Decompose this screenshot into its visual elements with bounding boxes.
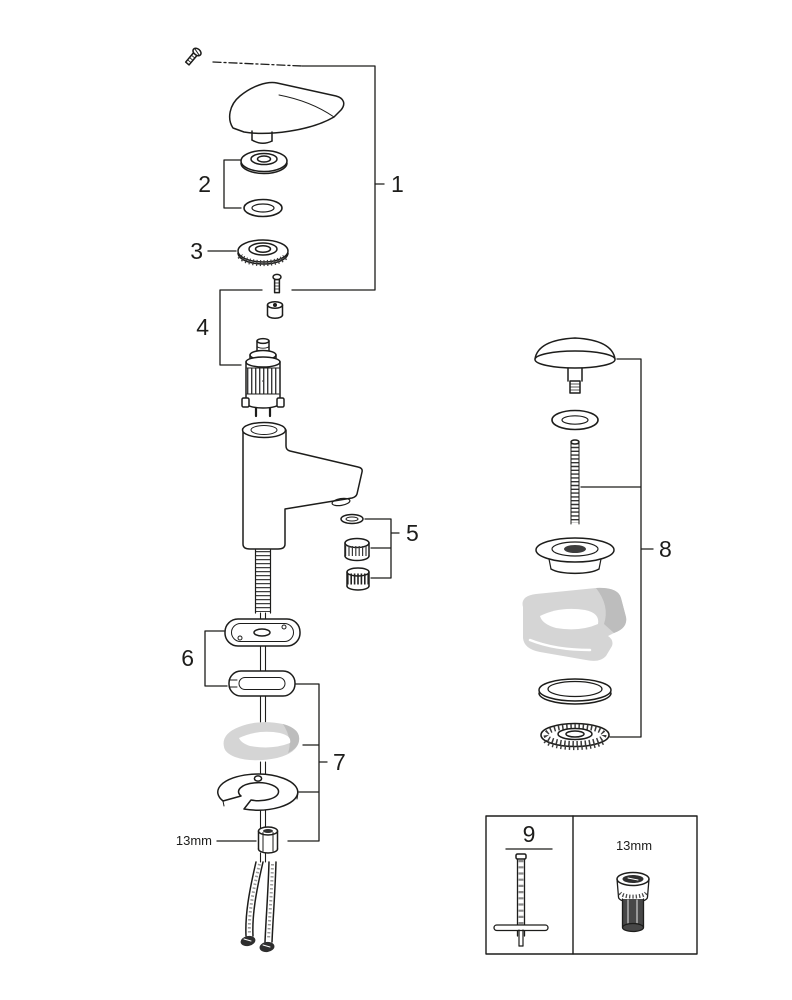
drain-body-shaded <box>522 587 627 661</box>
supply-hoses <box>240 861 277 953</box>
drain-o-ring <box>551 409 599 431</box>
drain-plug-cap <box>534 337 616 394</box>
drain-ring <box>538 678 612 705</box>
callout-8-label: 8 <box>659 536 672 562</box>
callout-9-label: 9 <box>523 821 536 847</box>
callout-4-leader <box>219 289 263 366</box>
threaded-shank <box>254 549 272 614</box>
handle-cap-ring <box>240 149 288 175</box>
lever-handle <box>228 81 345 144</box>
socket-tool <box>616 871 650 933</box>
nut-wrench-size-label: 13mm <box>176 833 212 848</box>
ceramic-cartridge <box>241 337 285 418</box>
faucet-body <box>241 421 363 550</box>
callout-8-leader <box>580 358 654 738</box>
aerator-o-ring <box>340 513 364 525</box>
cartridge-screw <box>272 273 282 294</box>
callout-3-label: 3 <box>190 238 203 264</box>
callout-5-label: 5 <box>406 520 419 546</box>
handle-screw <box>184 47 202 66</box>
callout-4-label: 4 <box>196 314 209 340</box>
callout-7-leader <box>287 683 328 842</box>
cartridge-ring-nut <box>237 239 289 267</box>
o-ring-upper <box>243 198 283 218</box>
aerator-housing <box>344 537 370 562</box>
drain-flange <box>535 537 615 575</box>
stability-gasket-shaded <box>223 722 300 761</box>
horseshoe-washer <box>217 773 299 811</box>
mounting-rods <box>259 612 267 863</box>
callout-6-leader <box>204 630 228 687</box>
callout-7-label: 7 <box>333 749 346 775</box>
aerator-insert <box>346 567 370 591</box>
callout-1-label: 1 <box>391 171 404 197</box>
fixing-nut <box>257 826 279 854</box>
callout-5-leader <box>364 518 400 579</box>
callout-6-label: 6 <box>181 645 194 671</box>
box-tool-size-label: 13mm <box>616 838 652 853</box>
callout-2-label: 2 <box>198 171 211 197</box>
callout-2-leader <box>223 159 242 209</box>
drain-lock-nut <box>540 722 610 751</box>
callout-1-leader <box>212 61 385 291</box>
escutcheon-plate <box>224 618 301 647</box>
threaded-rod <box>570 439 580 525</box>
mounting-tool <box>493 853 549 947</box>
base-gasket <box>228 670 296 697</box>
tool-box <box>485 815 698 955</box>
check-valve <box>266 301 284 319</box>
